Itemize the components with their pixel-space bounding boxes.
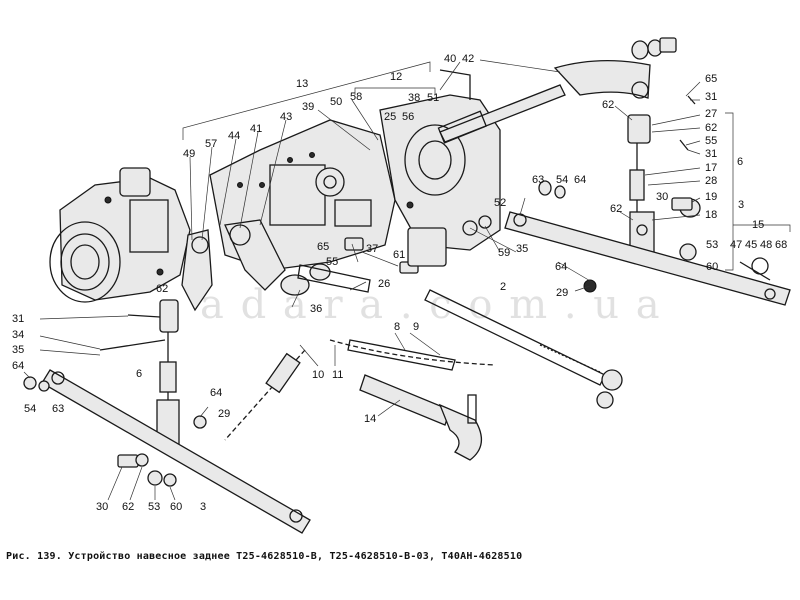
- left-lift-link: [156, 299, 180, 446]
- callout-11: 11: [332, 369, 343, 381]
- callout-8: 8: [394, 321, 400, 333]
- callout-63: 63: [532, 174, 544, 186]
- callout-50: 50: [330, 96, 342, 108]
- callout-47: 47: [730, 239, 742, 251]
- callout-25: 25: [384, 111, 396, 123]
- callout-51: 51: [427, 92, 439, 104]
- callout-64: 64: [574, 174, 586, 186]
- callout-64: 64: [210, 387, 222, 399]
- callout-19: 19: [705, 191, 717, 203]
- hook-assembly: [359, 374, 482, 461]
- figure-caption: Рис. 139. Устройство навесное заднее Т25…: [6, 551, 523, 562]
- callout-29: 29: [218, 408, 230, 420]
- hardware: [23, 95, 771, 487]
- callout-15: 15: [752, 219, 764, 231]
- callout-63: 63: [52, 403, 64, 415]
- callout-53: 53: [148, 501, 160, 513]
- callout-30: 30: [96, 501, 108, 513]
- callout-61: 61: [393, 249, 405, 261]
- callout-35: 35: [516, 243, 528, 255]
- callout-42: 42: [462, 53, 474, 65]
- callout-60: 60: [706, 261, 718, 273]
- gearbox-housing: [49, 167, 191, 303]
- callout-27: 27: [705, 108, 717, 120]
- callout-48: 48: [760, 239, 772, 251]
- callout-labels: 13 12 40 42 65 31 58 50 39 38 51 25 56 6…: [12, 53, 787, 513]
- callout-60: 60: [170, 501, 182, 513]
- callout-38: 38: [408, 92, 420, 104]
- callout-18: 18: [705, 209, 717, 221]
- callout-49: 49: [183, 148, 195, 160]
- callout-68: 68: [775, 239, 787, 251]
- callout-65: 65: [317, 241, 329, 253]
- callout-26: 26: [378, 278, 390, 290]
- callout-53: 53: [706, 239, 718, 251]
- callout-64: 64: [12, 360, 24, 372]
- callout-62: 62: [705, 122, 717, 134]
- callout-17: 17: [705, 162, 717, 174]
- callout-54: 54: [556, 174, 568, 186]
- leader-lines: [23, 59, 701, 501]
- callout-62: 62: [602, 99, 614, 111]
- left-lower-link: [41, 369, 311, 534]
- callout-40: 40: [444, 53, 456, 65]
- callout-41: 41: [250, 123, 262, 135]
- cover-plate: [379, 69, 501, 251]
- callout-30: 30: [656, 191, 668, 203]
- top-link-rod: [424, 289, 623, 409]
- callout-28: 28: [705, 175, 717, 187]
- callout-3: 3: [738, 199, 744, 211]
- callout-56: 56: [402, 111, 414, 123]
- callout-6: 6: [136, 368, 142, 380]
- callout-12: 12: [390, 71, 402, 83]
- callout-34: 34: [12, 329, 24, 341]
- callout-37: 37: [366, 243, 378, 255]
- lift-arm-linkage: [181, 219, 371, 312]
- callout-31: 31: [705, 91, 717, 103]
- callout-62: 62: [122, 501, 134, 513]
- callout-2: 2: [500, 281, 506, 293]
- callout-58: 58: [350, 91, 362, 103]
- right-lift-link: [627, 114, 655, 258]
- callout-31: 31: [12, 313, 24, 325]
- callout-43: 43: [280, 111, 292, 123]
- callout-62: 62: [610, 203, 622, 215]
- callout-62: 62: [156, 283, 168, 295]
- callout-3: 3: [200, 501, 206, 513]
- callout-29: 29: [556, 287, 568, 299]
- assembly-brackets: [182, 61, 791, 271]
- check-chains: [224, 339, 496, 441]
- callout-39: 39: [302, 101, 314, 113]
- callout-10: 10: [312, 369, 324, 381]
- callout-55: 55: [326, 256, 338, 268]
- callout-65: 65: [705, 73, 717, 85]
- callout-57: 57: [205, 138, 217, 150]
- callout-36: 36: [310, 303, 322, 315]
- callout-55: 55: [705, 135, 717, 147]
- callout-35: 35: [12, 344, 24, 356]
- callout-54: 54: [24, 403, 36, 415]
- callout-9: 9: [413, 321, 419, 333]
- callout-14: 14: [364, 413, 376, 425]
- lift-shaft: [437, 37, 677, 144]
- callout-45: 45: [745, 239, 757, 251]
- callout-64: 64: [555, 261, 567, 273]
- callout-13: 13: [296, 78, 308, 90]
- callout-6: 6: [737, 156, 743, 168]
- callout-52: 52: [494, 197, 506, 209]
- callout-59: 59: [498, 247, 510, 259]
- callout-31: 31: [705, 148, 717, 160]
- callout-44: 44: [228, 130, 240, 142]
